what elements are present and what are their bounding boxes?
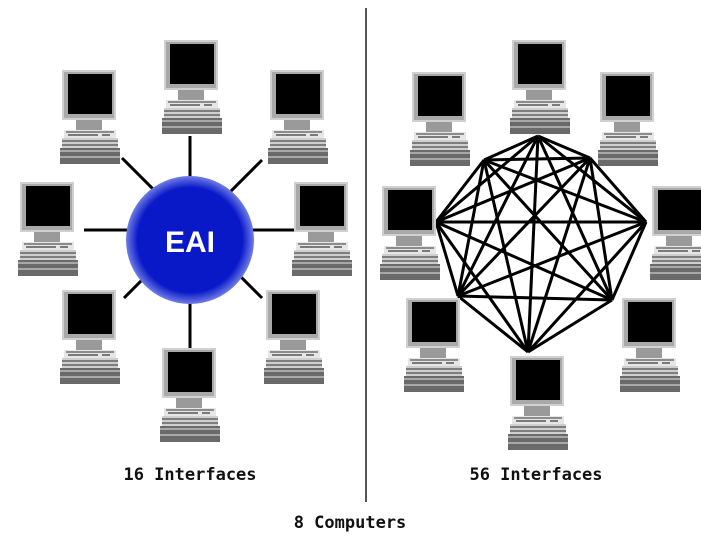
- eai-hub-label: EAI: [165, 226, 215, 259]
- computer-icon: [380, 186, 440, 280]
- right-caption: 56 Interfaces: [469, 465, 602, 485]
- mesh-link: [435, 220, 613, 302]
- mesh-link: [434, 159, 486, 223]
- mesh-link: [610, 221, 648, 301]
- mesh-link: [434, 221, 460, 297]
- left-panel-hub-diagram: EAI 16 Interfaces: [18, 40, 352, 485]
- mesh-link: [456, 159, 486, 297]
- mesh-link: [457, 294, 529, 354]
- computer-icon: [292, 182, 352, 276]
- eai-hub: [126, 176, 254, 304]
- mesh-link: [527, 298, 613, 354]
- left-caption: 16 Interfaces: [123, 465, 256, 485]
- computer-icon: [264, 290, 324, 384]
- computer-icon: [410, 72, 470, 166]
- mesh-link: [537, 134, 591, 160]
- mesh-link: [588, 157, 614, 301]
- computer-icon: [650, 186, 701, 280]
- computer-icon: [404, 298, 464, 392]
- mesh-links: [434, 134, 648, 354]
- computer-icon: [508, 356, 568, 450]
- mesh-link: [434, 221, 530, 353]
- computer-icon: [18, 182, 78, 276]
- computer-icon: [160, 348, 220, 442]
- mesh-link: [482, 159, 530, 353]
- footer-caption: 8 Computers: [294, 513, 407, 533]
- mesh-link: [588, 157, 648, 223]
- computer-icon: [620, 298, 680, 392]
- mesh-link: [482, 158, 614, 302]
- right-panel-mesh-diagram: 56 Interfaces: [380, 40, 701, 485]
- computer-icon: [510, 40, 570, 134]
- mesh-link: [483, 158, 647, 224]
- computer-icon: [268, 70, 328, 164]
- mesh-link: [457, 220, 647, 298]
- mesh-link: [456, 156, 592, 298]
- computer-icon: [60, 70, 120, 164]
- mesh-link: [526, 220, 648, 354]
- computer-icon: [162, 40, 222, 134]
- mesh-link: [483, 134, 539, 162]
- computer-icon: [60, 290, 120, 384]
- mesh-link: [457, 294, 613, 302]
- mesh-link: [483, 156, 591, 162]
- mesh-link: [526, 135, 540, 353]
- computer-icon: [598, 72, 658, 166]
